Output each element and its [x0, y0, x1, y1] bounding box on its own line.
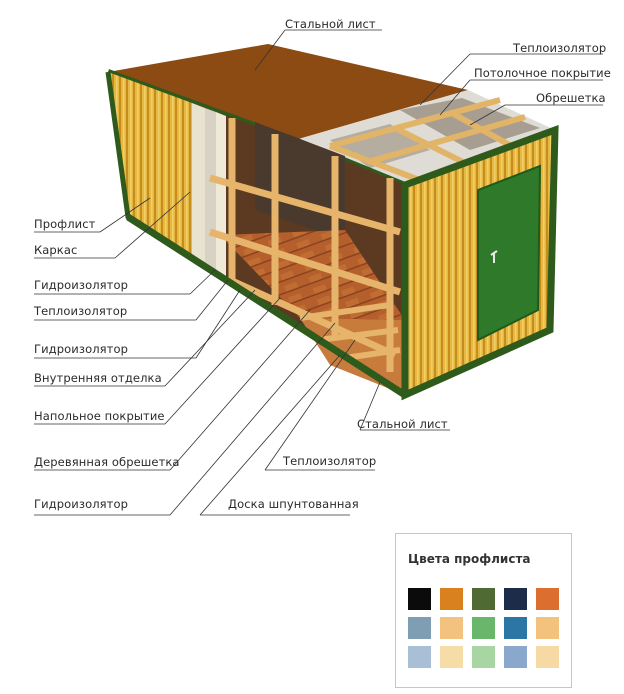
- label-interior-finish: Внутренняя отделка: [34, 371, 162, 385]
- label-steel-sheet-bottom: Стальной лист: [357, 417, 448, 431]
- color-swatch: [408, 588, 431, 610]
- color-swatch: [472, 646, 495, 668]
- color-swatch: [408, 646, 431, 668]
- color-swatch: [472, 617, 495, 639]
- label-profile: Профлист: [34, 217, 96, 231]
- label-frame: Каркас: [34, 243, 78, 257]
- label-insulation-left: Теплоизолятор: [34, 304, 128, 318]
- door: [477, 164, 542, 342]
- door-handle: [490, 250, 498, 263]
- color-swatch: [536, 617, 559, 639]
- container-illustration: [34, 29, 603, 516]
- color-swatch: [472, 588, 495, 610]
- color-swatch: [504, 588, 527, 610]
- color-swatch: [440, 617, 463, 639]
- color-palette: Цвета профлиста: [395, 533, 572, 688]
- color-swatch: [440, 588, 463, 610]
- color-swatch: [408, 617, 431, 639]
- palette-title: Цвета профлиста: [408, 552, 531, 566]
- label-wood-lathing: Деревянная обрешетка: [34, 455, 180, 469]
- color-swatch: [504, 617, 527, 639]
- label-lathing-top: Обрешетка: [536, 91, 606, 105]
- color-swatch: [536, 588, 559, 610]
- label-waterproof-3: Гидроизолятор: [34, 497, 129, 511]
- label-insulation-top: Теплоизолятор: [513, 41, 607, 55]
- label-insulation-bottom: Теплоизолятор: [283, 454, 377, 468]
- label-ceiling-cover: Потолочное покрытие: [474, 66, 611, 80]
- label-floor-cover: Напольное покрытие: [34, 409, 165, 423]
- label-waterproof-2: Гидроизолятор: [34, 342, 129, 356]
- leader-lines: [34, 29, 603, 516]
- label-tongue-board: Доска шпунтованная: [228, 497, 359, 511]
- roof-steel-sheet: [108, 44, 468, 140]
- color-swatch: [440, 646, 463, 668]
- label-steel-sheet-top: Стальной лист: [285, 17, 376, 31]
- color-swatch: [536, 646, 559, 668]
- color-swatch: [504, 646, 527, 668]
- label-waterproof-1: Гидроизолятор: [34, 278, 129, 292]
